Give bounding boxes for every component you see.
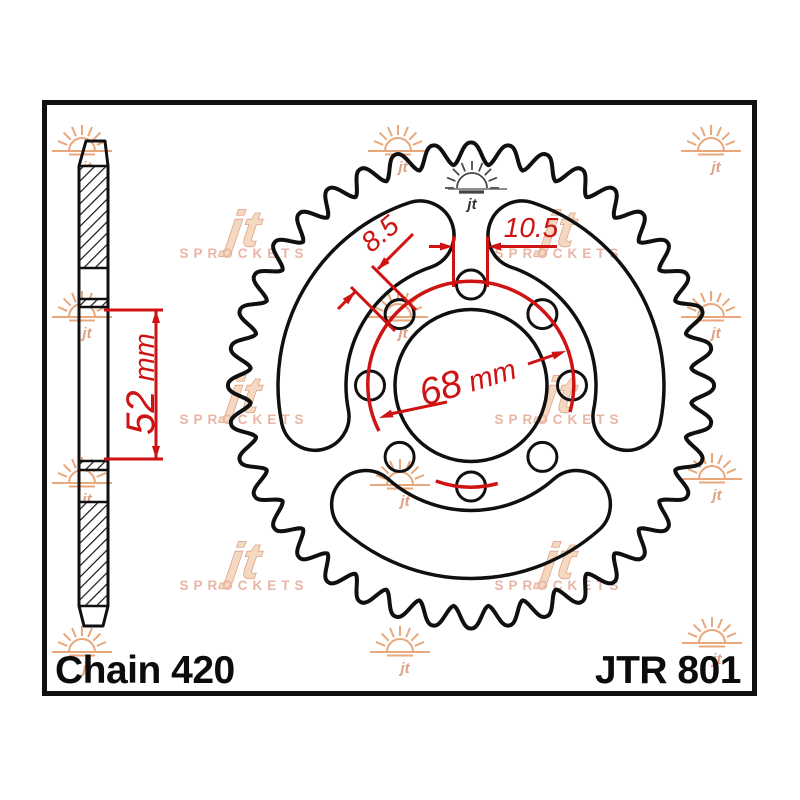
- watermark-sun: [680, 290, 742, 343]
- side-view-section-lines: [79, 164, 108, 608]
- lightening-cutout: [276, 199, 456, 452]
- watermark-jt-logo: [178, 532, 310, 594]
- hatch-section: [79, 461, 108, 470]
- dimension-68mm: 68mm: [366, 279, 576, 489]
- bolt-hole: [383, 440, 416, 473]
- bolt-hole: [526, 298, 559, 331]
- dimension-10p5-label: 10.5: [504, 212, 559, 243]
- lightening-cutout: [329, 468, 613, 581]
- watermark-sun: [681, 452, 743, 505]
- bolt-hole: [455, 268, 487, 301]
- dimension-52mm: 52mm: [104, 308, 163, 461]
- drawing-border: [42, 100, 757, 696]
- jt-sun-mark-icon: jt: [445, 161, 507, 213]
- sprocket-teeth-outline: [226, 140, 716, 631]
- sprocket-side-view: [77, 139, 110, 628]
- dimension-52mm-label: 52mm: [119, 333, 163, 435]
- watermark-sun: [680, 124, 742, 177]
- side-view-outline: [77, 139, 110, 628]
- hatch-section: [79, 299, 108, 307]
- bolt-hole: [383, 298, 416, 331]
- watermark-jt-logo: [178, 200, 310, 262]
- hatch-section: [79, 502, 108, 606]
- dimension-68mm-label: 68mm: [414, 346, 521, 415]
- watermark-sun: [369, 625, 431, 678]
- hatch-section: [79, 166, 108, 268]
- center-bore: [393, 307, 549, 464]
- dimension-10p5: 10.5: [429, 212, 559, 287]
- part-number-label: JTR 801: [595, 649, 741, 692]
- watermark-jt-logo: [493, 532, 625, 594]
- bolt-hole: [526, 440, 559, 473]
- watermark-sun: [369, 458, 431, 511]
- chain-size-label: Chain 420: [55, 649, 235, 692]
- dimension-8p5: 8.5: [336, 209, 418, 333]
- svg-text:jt: jt: [465, 196, 477, 213]
- sprocket-front-view: [226, 140, 716, 631]
- lightening-cutout: [486, 199, 666, 452]
